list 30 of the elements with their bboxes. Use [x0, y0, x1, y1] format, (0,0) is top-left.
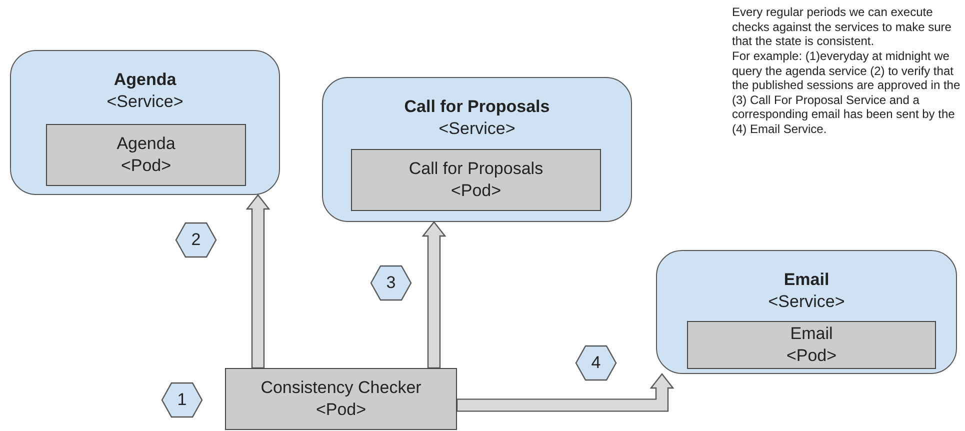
service-box: [656, 250, 957, 374]
node-text: <Service>: [438, 118, 516, 140]
block-arrow: [422, 221, 446, 369]
node-text: Agenda: [116, 133, 176, 155]
block-arrow: [246, 194, 270, 369]
pod-box: [351, 149, 601, 211]
node-text: <Service>: [106, 91, 184, 113]
service-box: [10, 50, 280, 195]
node-text: <Pod>: [120, 155, 172, 177]
node-text: Consistency Checker: [260, 377, 422, 399]
note-text: For example: (1)everyday at midnight we query the agenda service (2) to verify that the published sessions are approved in the (3) Call For Proposal Service and a corresponding email has been sent by the (4) Email Service.: [732, 49, 962, 137]
node-text: Email: [789, 323, 834, 345]
block-arrow: [456, 373, 674, 412]
step-number: 4: [591, 352, 601, 374]
pod-box: [687, 321, 936, 369]
step-number: 1: [177, 389, 187, 411]
step-number: 3: [386, 272, 396, 294]
node-text: Call for Proposals: [403, 96, 551, 118]
service-box: [322, 77, 632, 222]
node-text: <Pod>: [314, 399, 368, 421]
pod-box: [46, 124, 246, 186]
node-text: <Pod>: [785, 345, 838, 367]
node-text: <Service>: [767, 291, 846, 313]
node-text: Email: [782, 269, 830, 291]
node-text: <Pod>: [450, 180, 502, 202]
step-number: 2: [191, 229, 201, 251]
node-text: Call for Proposals: [408, 158, 544, 180]
pod-box: [225, 368, 457, 430]
node-text: Agenda: [112, 69, 178, 91]
note-text: Every regular periods we can execute checks against the services to make sure that the state is consistent.: [732, 5, 952, 49]
